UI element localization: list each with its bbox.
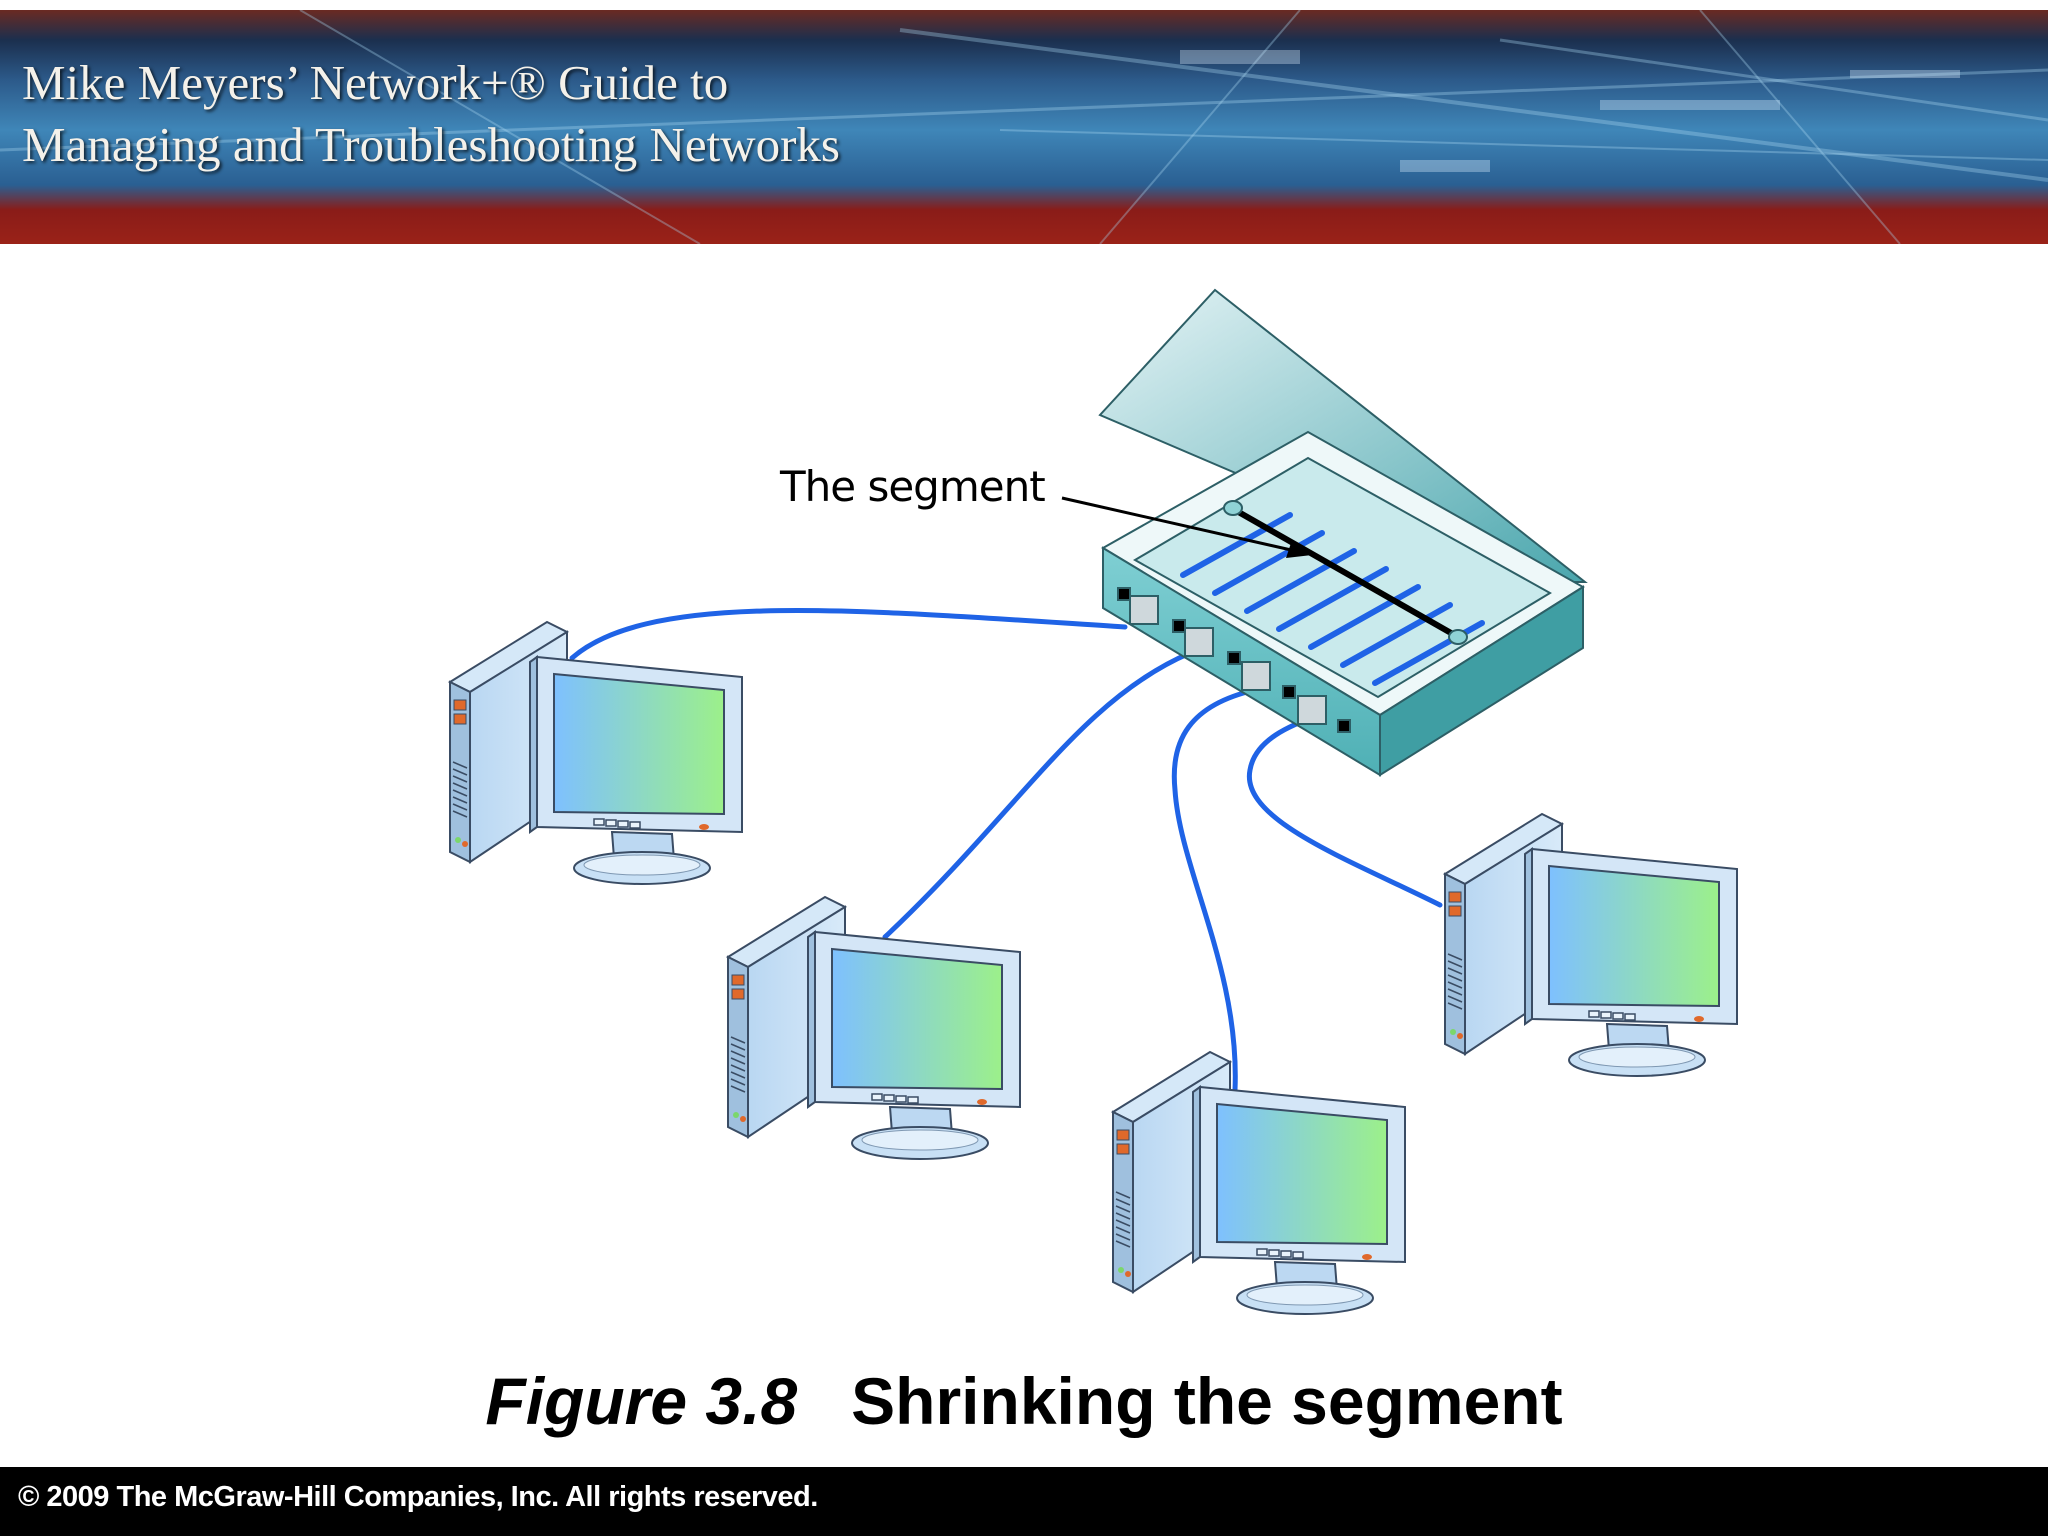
figure-caption: Figure 3.8 Shrinking the segment <box>0 1363 2048 1439</box>
desktop-computer-icon <box>727 896 1021 1160</box>
desktop-computer-icon <box>1112 1051 1406 1315</box>
computer-2 <box>727 896 1021 1160</box>
computer-3 <box>1112 1051 1406 1315</box>
copyright-text: © 2009 The McGraw-Hill Companies, Inc. A… <box>18 1481 818 1513</box>
header-banner: Mike Meyers’ Network+® Guide to Managing… <box>0 10 2048 244</box>
cable-computer-2 <box>882 650 1193 940</box>
header-title-line-1: Mike Meyers’ Network+® Guide to <box>22 55 729 110</box>
header-title-line-2: Managing and Troubleshooting Networks <box>22 117 840 172</box>
footer-bar: © 2009 The McGraw-Hill Companies, Inc. A… <box>0 1467 2048 1536</box>
cable-computer-4 <box>1246 712 1443 908</box>
network-hub-icon <box>1098 288 1588 777</box>
segment-pointer-arrow <box>1061 496 1312 558</box>
figure-number: Figure 3.8 <box>485 1364 798 1438</box>
network-diagram <box>449 288 1738 1315</box>
figure-title: Shrinking the segment <box>851 1364 1563 1438</box>
desktop-computer-icon <box>1444 813 1738 1077</box>
cable-computer-3 <box>1171 687 1258 1093</box>
desktop-computer-icon <box>449 621 743 885</box>
cable-computer-1 <box>569 608 1128 661</box>
segment-bus <box>1233 507 1460 640</box>
header-title: Mike Meyers’ Network+® Guide to Managing… <box>22 52 840 176</box>
computer-4 <box>1444 813 1738 1077</box>
computer-1 <box>449 621 743 885</box>
cables <box>569 608 1443 1093</box>
header-background-art <box>0 10 2048 244</box>
segment-label: The segment <box>780 462 1046 511</box>
